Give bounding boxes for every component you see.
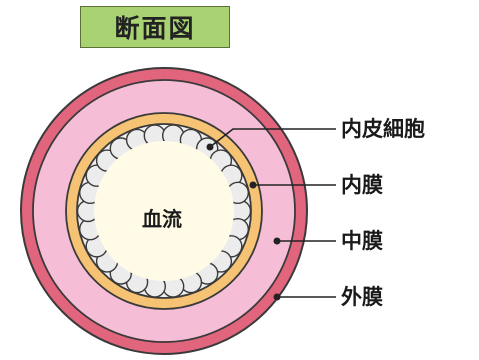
label-intima: 内膜 bbox=[341, 173, 383, 197]
dot-adventitia bbox=[274, 294, 281, 301]
diagram-title: 断面図 bbox=[80, 6, 230, 48]
dot-intima bbox=[250, 182, 257, 189]
label-media: 中膜 bbox=[341, 229, 383, 253]
label-adventitia: 外膜 bbox=[341, 285, 383, 309]
label-endothelial-cell: 内皮細胞 bbox=[341, 117, 425, 141]
dot-media bbox=[274, 238, 281, 245]
lumen-label: 血流 bbox=[122, 203, 202, 232]
dot-endothelial bbox=[207, 144, 214, 151]
